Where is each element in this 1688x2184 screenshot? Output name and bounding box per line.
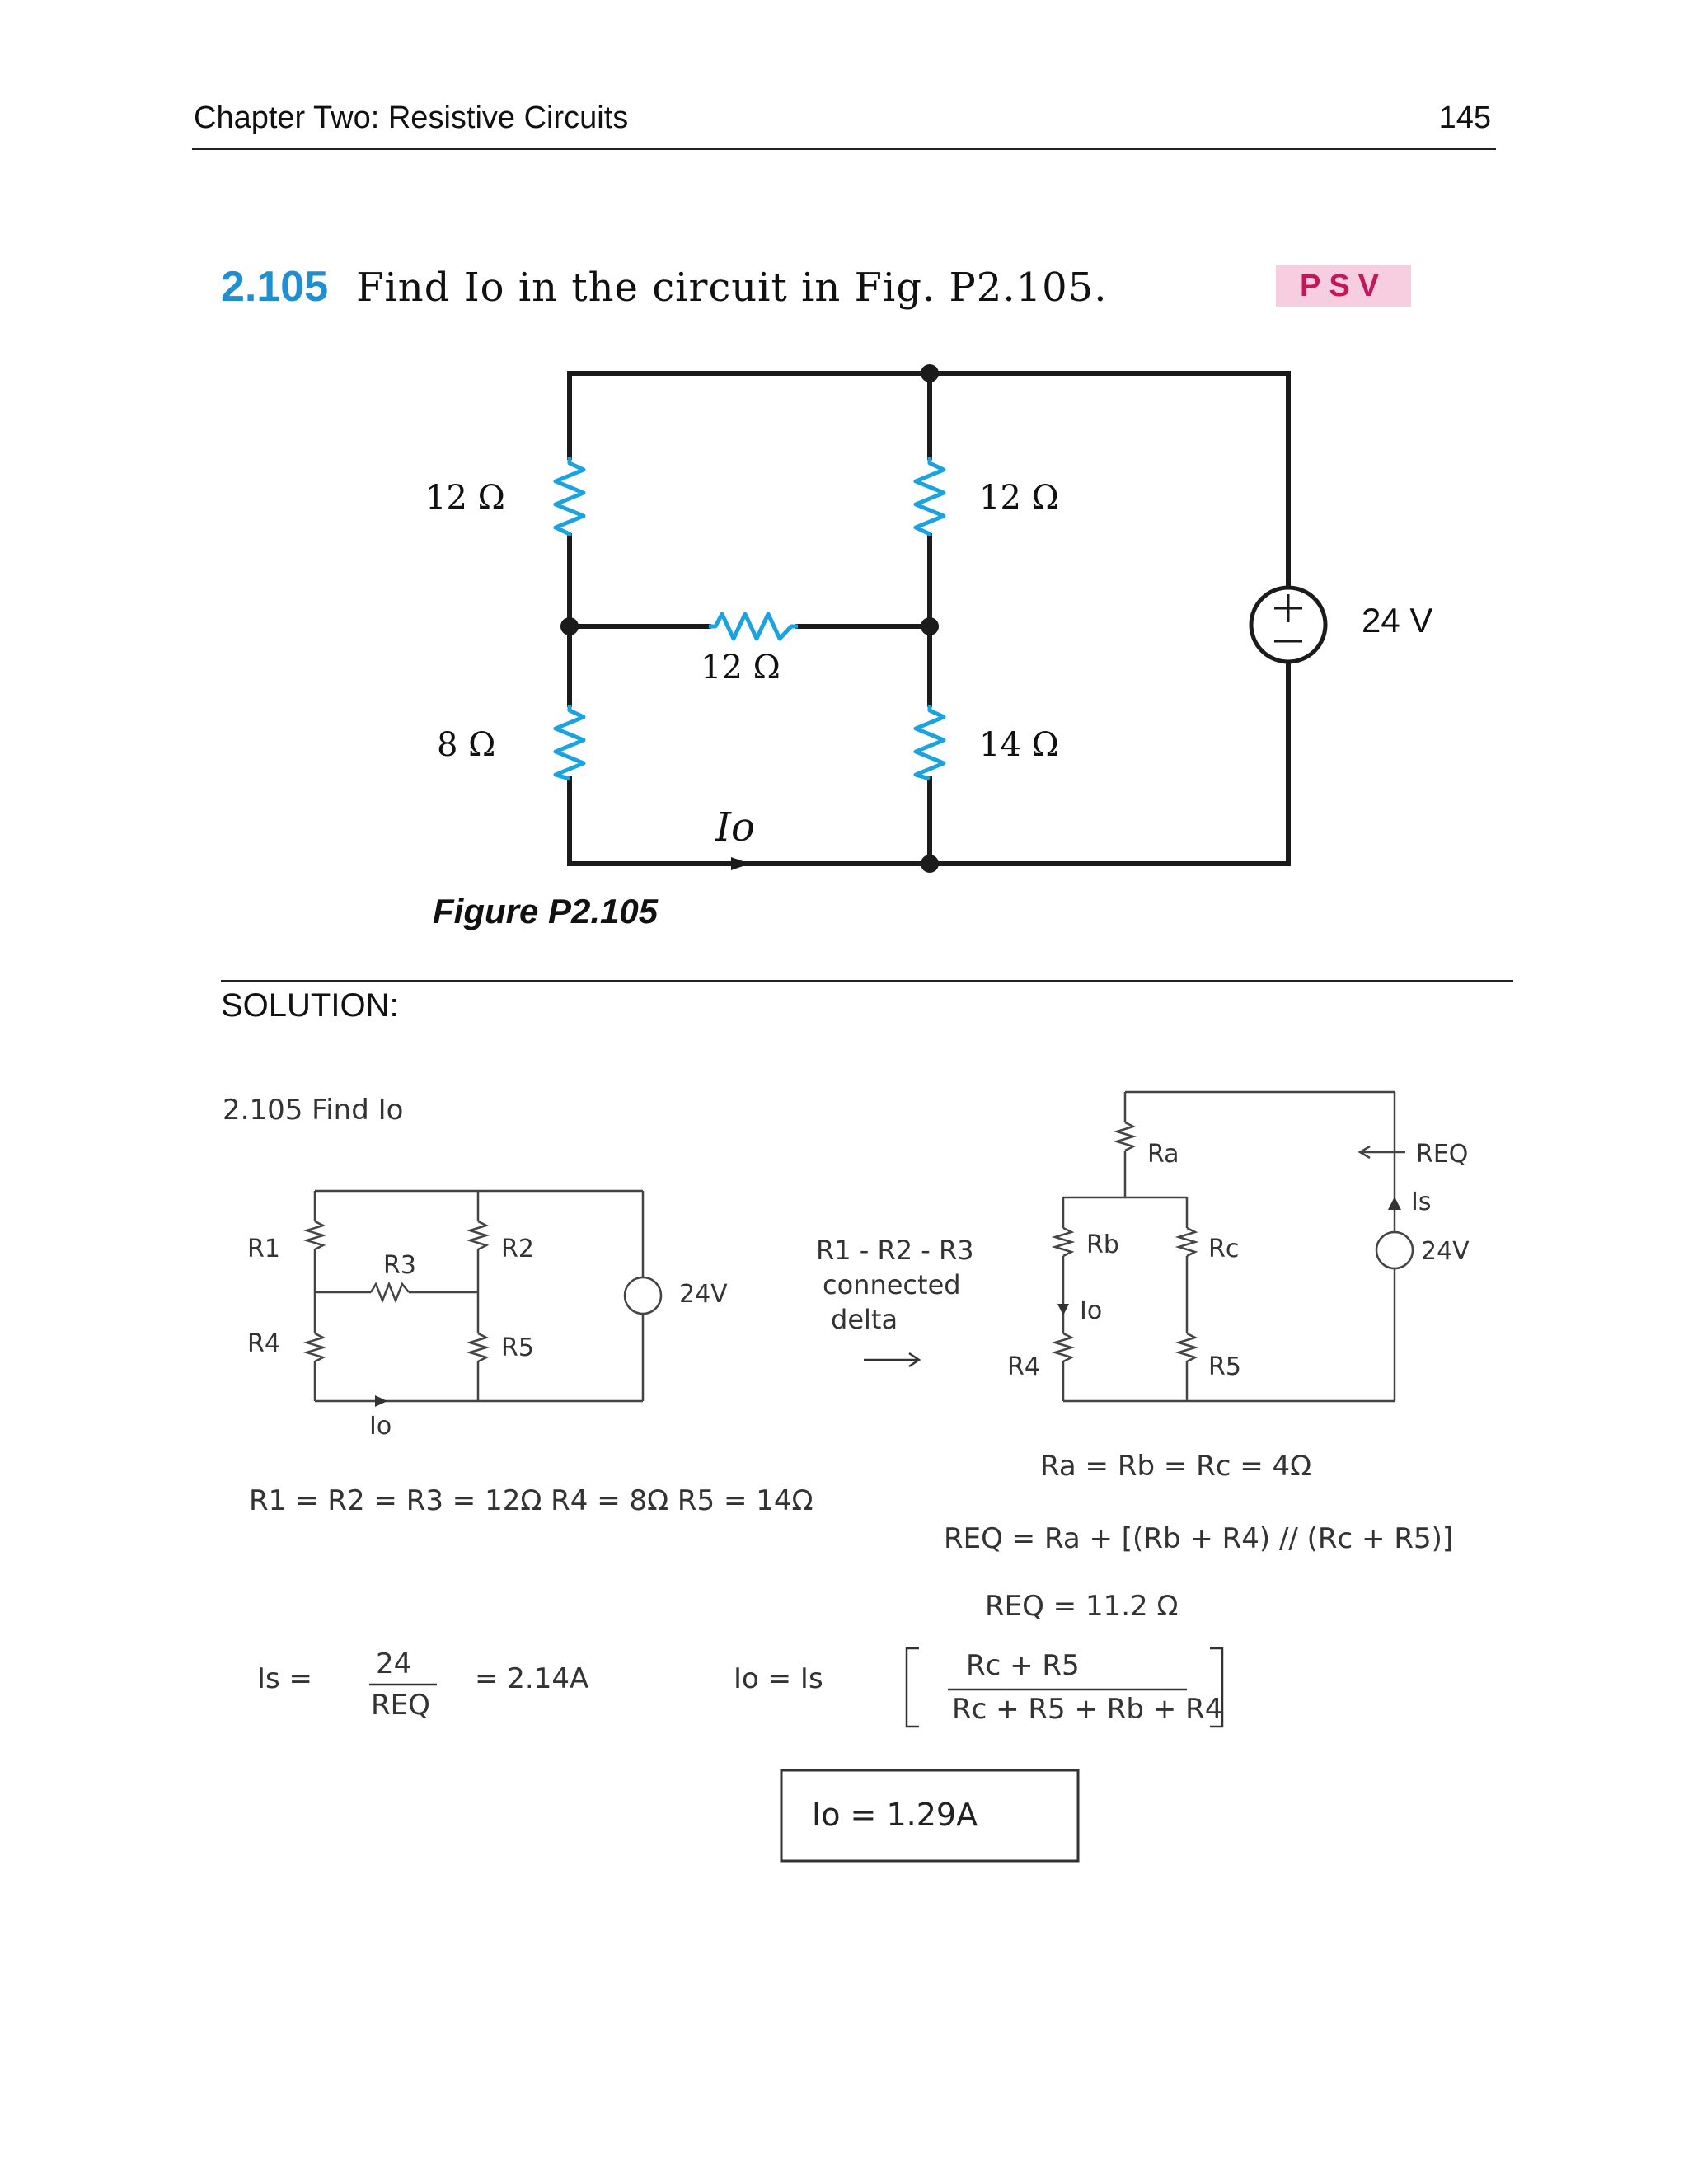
right-sketch (1051, 1090, 1414, 1403)
sketch-is: Is (1411, 1188, 1431, 1216)
current-arrow-icon (731, 857, 750, 870)
left-sketch-arrow-icon (375, 1395, 387, 1407)
voltage-source (1249, 585, 1328, 664)
sketch-r5-right: R5 (1208, 1352, 1241, 1381)
sketch-r2: R2 (501, 1235, 534, 1263)
page-number: 145 (1438, 101, 1491, 135)
resistor-12-middle (913, 457, 946, 537)
label-24v: 24 V (1362, 601, 1432, 640)
figure-caption: Figure P2.105 (433, 892, 659, 930)
equation-marks (369, 1647, 1224, 1728)
sketch-rc: Rc (1208, 1235, 1239, 1263)
eq-io-den: Rc + R5 + Rb + R4 (952, 1693, 1222, 1726)
problem-text: Find Io in the circuit in Fig. P2.105. (356, 265, 1108, 311)
eq-io-lhs: Io = Is (734, 1662, 823, 1695)
eq-is-lhs: Is = (257, 1662, 312, 1695)
right-sketch-io-arrow-icon (1057, 1304, 1069, 1315)
problem-statement: 2.105 Find Io in the circuit in Fig. P2.1… (221, 262, 1107, 312)
transform-arrow-icon (864, 1352, 921, 1368)
left-sketch (302, 1189, 663, 1403)
sketch-rb: Rb (1086, 1230, 1119, 1259)
eq-req-value: REQ = 11.2 Ω (985, 1590, 1178, 1623)
sketch-r4: R4 (247, 1329, 280, 1358)
resistor-12-horizontal (709, 612, 798, 641)
resistor-8 (553, 705, 586, 781)
final-answer: Io = 1.29A (812, 1797, 978, 1833)
answer-box (780, 1769, 1080, 1863)
eq-is-result: = 2.14A (475, 1662, 588, 1695)
sketch-io-right: Io (1080, 1296, 1102, 1325)
label-14: 14 Ω (979, 726, 1059, 764)
eq-is-num: 24 (376, 1647, 411, 1680)
sketch-r3: R3 (383, 1251, 416, 1280)
sketch-io: Io (369, 1412, 392, 1441)
solution-heading: 2.105 Find Io (223, 1094, 403, 1127)
resistor-12-left (553, 457, 586, 537)
sketch-ra: Ra (1147, 1140, 1179, 1169)
label-io: Io (715, 804, 755, 851)
page-header: Chapter Two: Resistive Circuits 145 (192, 97, 1496, 150)
eq-is-den: REQ (371, 1689, 430, 1722)
transform-line-3: delta (831, 1304, 898, 1335)
chapter-title: Chapter Two: Resistive Circuits (194, 101, 629, 135)
is-arrow-icon (1388, 1197, 1401, 1210)
node-middle (921, 617, 939, 635)
psv-badge: PSV (1276, 265, 1411, 307)
sketch-r1: R1 (247, 1235, 280, 1263)
node-bottom (921, 855, 939, 873)
sketch-r4-right: R4 (1007, 1352, 1040, 1381)
node-left (560, 617, 579, 635)
sketch-req: REQ (1416, 1140, 1468, 1169)
eq-ra-rb-rc: Ra = Rb = Rc = 4Ω (1040, 1450, 1311, 1483)
label-12-left: 12 Ω (425, 479, 505, 517)
eq-io-num: Rc + R5 (966, 1649, 1080, 1682)
sketch-24v-right: 24V (1421, 1237, 1470, 1266)
node-top (921, 364, 939, 382)
solution-divider (221, 980, 1513, 982)
resistor-14 (913, 705, 946, 781)
solution-label: SOLUTION: (221, 987, 399, 1024)
transform-line-2: connected (823, 1269, 961, 1301)
sketch-r5: R5 (501, 1333, 534, 1362)
eq-req-formula: REQ = Ra + [(Rb + R4) // (Rc + R5)] (944, 1522, 1453, 1555)
label-8: 8 Ω (437, 726, 495, 764)
label-12-horizontal: 12 Ω (701, 649, 781, 687)
eq-givens: R1 = R2 = R3 = 12Ω R4 = 8Ω R5 = 14Ω (249, 1484, 814, 1517)
sketch-24v: 24V (679, 1280, 728, 1309)
transform-line-1: R1 - R2 - R3 (816, 1235, 974, 1266)
label-12-middle: 12 Ω (979, 479, 1059, 517)
problem-number: 2.105 (221, 263, 329, 311)
